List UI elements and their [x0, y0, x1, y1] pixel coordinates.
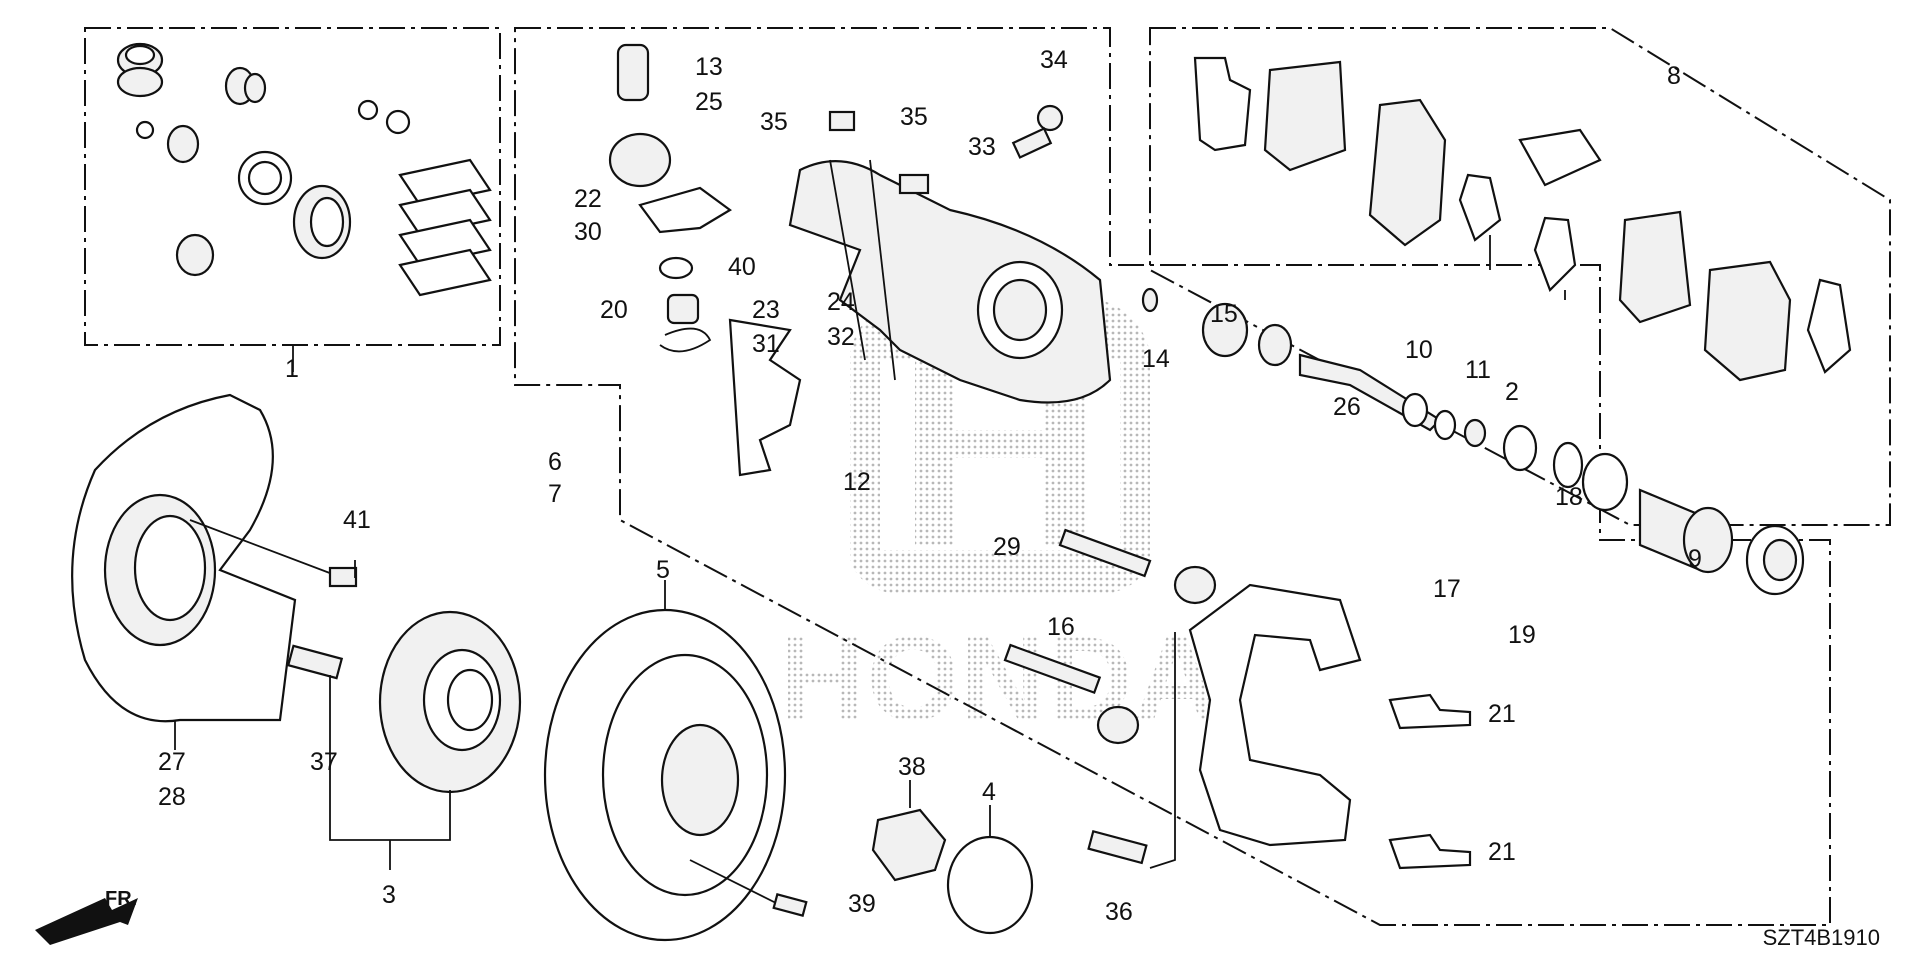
callout-32: 32: [827, 323, 855, 351]
callout-8: 8: [1667, 62, 1681, 90]
bleeder-cap-33-34: [1011, 104, 1064, 159]
callout-27: 27: [158, 748, 186, 776]
callout-18: 18: [1555, 483, 1583, 511]
piston-parts: [1141, 287, 1805, 596]
callout-19: 19: [1508, 621, 1536, 649]
frame-caliper: [514, 27, 1831, 926]
callout-5: 5: [656, 556, 670, 584]
retainer-clips-21: [1388, 693, 1472, 870]
diagram-code: SZT4B1910: [1763, 925, 1880, 950]
callout-2: 2: [1505, 378, 1519, 406]
brake-pad-set: [1193, 56, 1852, 382]
callout-39: 39: [848, 890, 876, 918]
callout-30: 30: [574, 218, 602, 246]
caliper-small-parts: [608, 43, 930, 353]
callout-38: 38: [898, 753, 926, 781]
callout-35a: 35: [760, 108, 788, 136]
frame-seal-kit: [84, 27, 501, 346]
callout-34: 34: [1040, 46, 1068, 74]
callout-33: 33: [968, 133, 996, 161]
splash-guard: [71, 393, 297, 750]
callout-21b: 21: [1488, 838, 1516, 866]
callout-labels: 1 2 3 4 5 6 7 8 9 10 11 12 13 14 15 16 1…: [158, 46, 1702, 926]
callout-21a: 21: [1488, 700, 1516, 728]
callout-20: 20: [600, 296, 628, 324]
callout-10: 10: [1405, 336, 1433, 364]
hub-assembly: [286, 610, 522, 870]
callout-36: 36: [1105, 898, 1133, 926]
callout-13: 13: [695, 53, 723, 81]
direction-arrow: FR.: [35, 888, 138, 945]
callout-16: 16: [1047, 613, 1075, 641]
callout-41: 41: [343, 506, 371, 534]
callout-12: 12: [843, 468, 871, 496]
hub-nut-and-cap: [871, 780, 1034, 935]
callout-3: 3: [382, 881, 396, 909]
seal-kit-parts: [116, 42, 492, 372]
honda-wordmark: HONDA: [780, 612, 1220, 746]
caliper-body: [788, 159, 1112, 404]
callout-14: 14: [1142, 345, 1170, 373]
callout-29: 29: [993, 533, 1021, 561]
honda-watermark: HONDA: [780, 298, 1220, 746]
callout-23: 23: [752, 296, 780, 324]
direction-label: FR.: [105, 888, 137, 910]
callout-15: 15: [1210, 300, 1238, 328]
bolt-41: [189, 519, 358, 588]
callout-25: 25: [695, 88, 723, 116]
guide-pins: [1003, 528, 1217, 865]
callout-40: 40: [728, 253, 756, 281]
callout-28: 28: [158, 783, 186, 811]
callout-6: 6: [548, 448, 562, 476]
group-frames: [84, 27, 1891, 926]
callout-24: 24: [827, 288, 855, 316]
brake-disc: [543, 580, 808, 942]
pad-spring-12: [728, 318, 802, 477]
callout-31: 31: [752, 330, 780, 358]
callout-37: 37: [310, 748, 338, 776]
callout-35b: 35: [900, 103, 928, 131]
callout-4: 4: [982, 778, 996, 806]
frame-pad-set: [1149, 27, 1891, 526]
callout-1: 1: [285, 355, 299, 383]
callout-22: 22: [574, 185, 602, 213]
caliper-bracket: [1149, 583, 1362, 869]
callout-26: 26: [1333, 393, 1361, 421]
callout-17: 17: [1433, 575, 1461, 603]
callout-7: 7: [548, 480, 562, 508]
callout-9: 9: [1688, 545, 1702, 573]
callout-11: 11: [1465, 356, 1491, 384]
